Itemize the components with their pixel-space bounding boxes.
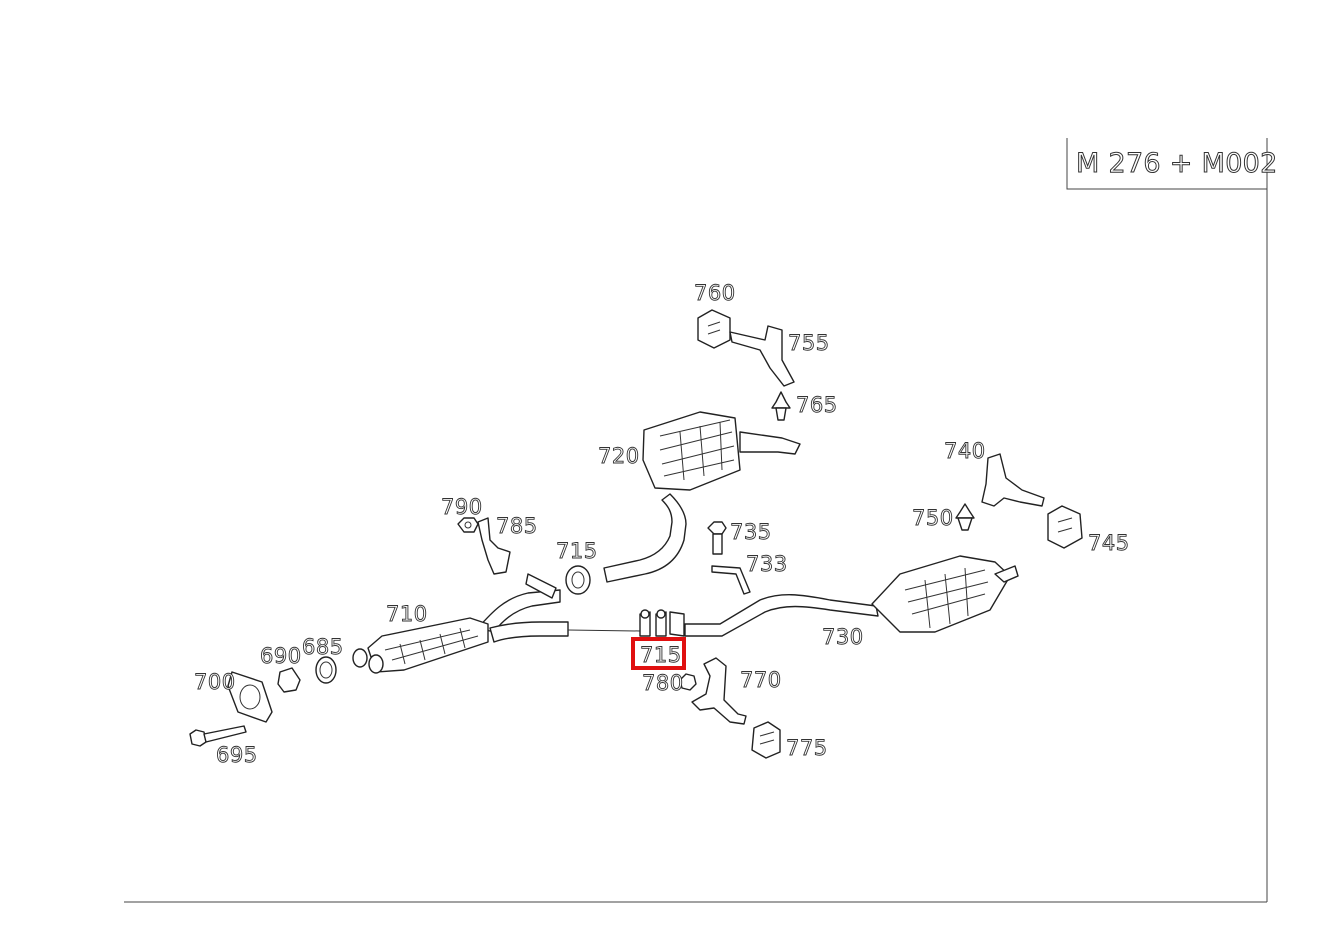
diagram-frame xyxy=(124,138,1268,903)
callout-740[interactable]: 740 xyxy=(944,439,986,464)
gasket-700[interactable] xyxy=(227,671,273,723)
rubber-mount-745[interactable] xyxy=(1047,505,1083,549)
exhaust-pipe-front[interactable] xyxy=(477,589,641,643)
screw-750[interactable] xyxy=(955,503,975,531)
ring-685[interactable] xyxy=(315,656,337,684)
clamp-715-lower[interactable] xyxy=(639,609,685,637)
model-label: M 276 + M002 xyxy=(1076,148,1278,179)
callout-710[interactable]: 710 xyxy=(386,602,428,627)
nut-780[interactable] xyxy=(679,673,697,691)
bracket-770[interactable] xyxy=(691,657,747,725)
callout-770[interactable]: 770 xyxy=(740,668,782,693)
bolt-735[interactable] xyxy=(707,521,727,555)
rear-pipe[interactable] xyxy=(684,594,879,637)
callout-695[interactable]: 695 xyxy=(216,743,258,768)
callout-765[interactable]: 765 xyxy=(796,393,838,418)
rubber-mount-775[interactable] xyxy=(751,721,781,759)
callout-785[interactable]: 785 xyxy=(496,514,538,539)
model-label-box: M 276 + M002 xyxy=(1066,138,1278,190)
callout-720[interactable]: 720 xyxy=(598,444,640,469)
callout-715-upper[interactable]: 715 xyxy=(556,539,598,564)
clamp-690[interactable] xyxy=(277,667,301,693)
bolt-695[interactable] xyxy=(189,725,247,747)
callout-715-lower[interactable]: 715 xyxy=(640,643,682,668)
bracket-733[interactable] xyxy=(711,565,751,595)
callout-775[interactable]: 775 xyxy=(786,736,828,761)
callout-735[interactable]: 735 xyxy=(730,520,772,545)
callout-755[interactable]: 755 xyxy=(788,331,830,356)
bracket-740[interactable] xyxy=(981,453,1045,507)
callout-780[interactable]: 780 xyxy=(642,671,684,696)
bracket-755[interactable] xyxy=(729,325,795,387)
callout-760[interactable]: 760 xyxy=(694,281,736,306)
clamp-715-upper[interactable] xyxy=(525,565,591,599)
callout-685[interactable]: 685 xyxy=(302,635,344,660)
screw-765[interactable] xyxy=(771,391,791,421)
callout-700[interactable]: 700 xyxy=(194,670,236,695)
rubber-mount-760[interactable] xyxy=(697,309,731,349)
callout-733[interactable]: 733 xyxy=(746,552,788,577)
bracket-785[interactable] xyxy=(477,517,511,575)
callout-730[interactable]: 730 xyxy=(822,625,864,650)
callout-690[interactable]: 690 xyxy=(260,644,302,669)
callout-745[interactable]: 745 xyxy=(1088,531,1130,556)
highlight-box-715 xyxy=(631,637,686,670)
rear-silencer[interactable] xyxy=(871,555,1019,633)
nut-790[interactable] xyxy=(457,517,479,533)
catalytic-converter[interactable] xyxy=(352,617,489,674)
middle-pipe[interactable] xyxy=(603,493,687,583)
callout-790[interactable]: 790 xyxy=(441,495,483,520)
front-silencer[interactable] xyxy=(642,411,801,491)
callout-labels: 760 755 765 720 740 750 745 790 785 735 … xyxy=(194,281,1130,768)
callout-750[interactable]: 750 xyxy=(912,506,954,531)
